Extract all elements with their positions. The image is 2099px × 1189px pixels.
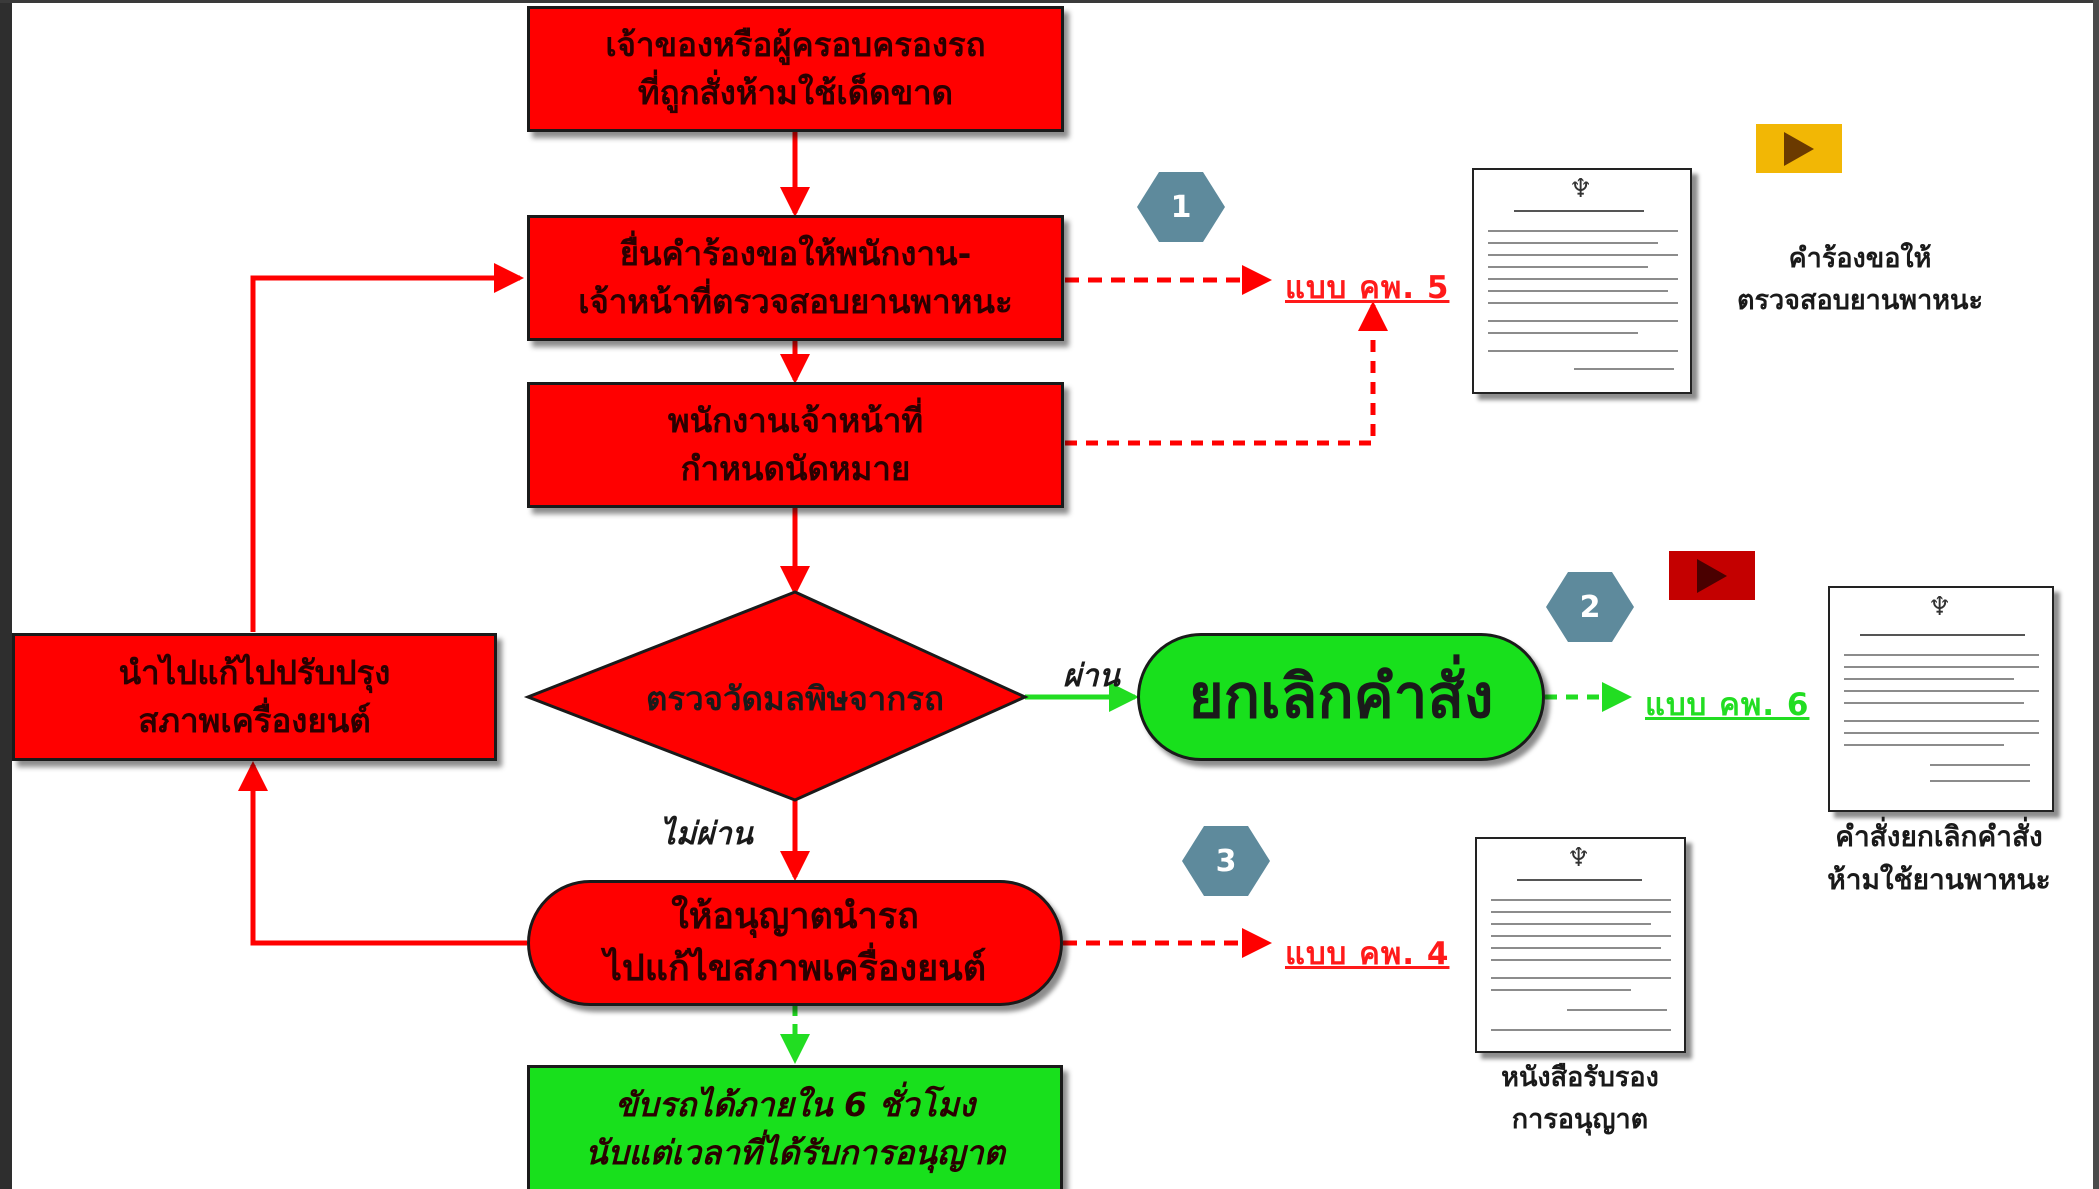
fix-engine-box: นำไปแก้ไปปรับปรุง สภาพเครื่องยนต์ bbox=[12, 633, 497, 761]
garuda-emblem-icon: ♆ bbox=[1567, 843, 1591, 873]
owner-box-line2: ที่ถูกสั่งห้ามใช้เด็ดขาด bbox=[637, 73, 954, 112]
arrow-fix-to-request bbox=[250, 263, 524, 632]
play-icon bbox=[1697, 558, 1727, 593]
fix-box-line1: นำไปแก้ไปปรับปรุง bbox=[118, 653, 391, 693]
form-kp4-document-icon: ♆ bbox=[1475, 837, 1686, 1053]
arrow-permit-to-fix bbox=[238, 761, 527, 946]
appointment-box: พนักงานเจ้าหน้าที่ กำหนดนัดหมาย bbox=[527, 382, 1064, 508]
doc1-caption-line1: คำร้องขอให้ bbox=[1788, 243, 1932, 274]
doc1-caption: คำร้องขอให้ ตรวจสอบยานพาหนะ bbox=[1700, 238, 2020, 322]
form-kp5-link[interactable]: แบบ คพ. 5 bbox=[1285, 270, 1450, 306]
form-kp4-link[interactable]: แบบ คพ. 4 bbox=[1285, 936, 1450, 972]
form-kp6-document-icon: ♆ bbox=[1828, 586, 2054, 812]
inspect-diamond-label: ตรวจวัดมลพิษจากรถ bbox=[645, 679, 944, 718]
doc1-caption-line2: ตรวจสอบยานพาหนะ bbox=[1736, 284, 1983, 316]
right-window-edge bbox=[2093, 0, 2099, 1189]
permit-line1: ให้อนุญาตนำรถ bbox=[671, 895, 919, 937]
left-window-edge bbox=[0, 0, 12, 1189]
appointment-box-line1: พนักงานเจ้าหน้าที่ bbox=[667, 401, 924, 441]
doc2-caption: คำสั่งยกเลิกคำสั่ง ห้ามใช้ยานพาหนะ bbox=[1778, 815, 2099, 902]
permit-pill: ให้อนุญาตนำรถ ไปแก้ไขสภาพเครื่องยนต์ bbox=[527, 880, 1063, 1006]
doc2-caption-line1: คำสั่งยกเลิกคำสั่ง bbox=[1835, 820, 2043, 853]
fix-box-line2: สภาพเครื่องยนต์ bbox=[138, 701, 371, 740]
doc3-caption-line2: การอนุญาต bbox=[1511, 1103, 1649, 1135]
doc3-caption: หนังสือรับรอง การอนุญาต bbox=[1440, 1057, 1720, 1141]
dashed-arrow-appointment-to-kp5 bbox=[1065, 301, 1388, 446]
permit-line2: ไปแก้ไขสภาพเครื่องยนต์ bbox=[603, 948, 987, 989]
owner-box: เจ้าของหรือผู้ครอบครองรถ ที่ถูกสั่งห้ามใ… bbox=[527, 6, 1064, 132]
appointment-box-line2: กำหนดนัดหมาย bbox=[680, 449, 911, 488]
form-kp5-document-icon: ♆ bbox=[1472, 168, 1692, 394]
request-box-line2: เจ้าหน้าที่ตรวจสอบยานพาหนะ bbox=[578, 282, 1013, 321]
form-kp6-link[interactable]: แบบ คพ. 6 bbox=[1645, 687, 1810, 723]
play-icon bbox=[1784, 131, 1814, 166]
fail-label: ไม่ผ่าน bbox=[660, 816, 753, 852]
garuda-emblem-icon: ♆ bbox=[1928, 592, 1952, 622]
inspect-diamond-shape bbox=[523, 590, 1029, 802]
play-button-1[interactable] bbox=[1756, 124, 1842, 173]
top-window-edge bbox=[0, 0, 2099, 3]
cancel-order-label: ยกเลิกคำสั่ง bbox=[1188, 661, 1494, 732]
garuda-emblem-icon: ♆ bbox=[1569, 174, 1593, 204]
drive-line1: ขับรถได้ภายใน 6 ชั่วโมง bbox=[614, 1084, 975, 1124]
play-button-2[interactable] bbox=[1669, 551, 1755, 600]
owner-box-line1: เจ้าของหรือผู้ครอบครองรถ bbox=[605, 25, 986, 65]
doc2-caption-line2: ห้ามใช้ยานพาหนะ bbox=[1827, 863, 2051, 897]
drive-within-6-hours-box: ขับรถได้ภายใน 6 ชั่วโมง นับแต่เวลาที่ได้… bbox=[527, 1065, 1063, 1189]
pass-label: ผ่าน bbox=[1063, 658, 1120, 694]
request-box-line1: ยื่นคำร้องขอให้พนักงาน- bbox=[619, 234, 972, 274]
cancel-order-pill: ยกเลิกคำสั่ง bbox=[1137, 633, 1545, 761]
doc3-caption-line1: หนังสือรับรอง bbox=[1501, 1062, 1659, 1093]
drive-line2: นับแต่เวลาที่ได้รับการอนุญาต bbox=[585, 1132, 1005, 1172]
request-box: ยื่นคำร้องขอให้พนักงาน- เจ้าหน้าที่ตรวจส… bbox=[527, 215, 1064, 341]
